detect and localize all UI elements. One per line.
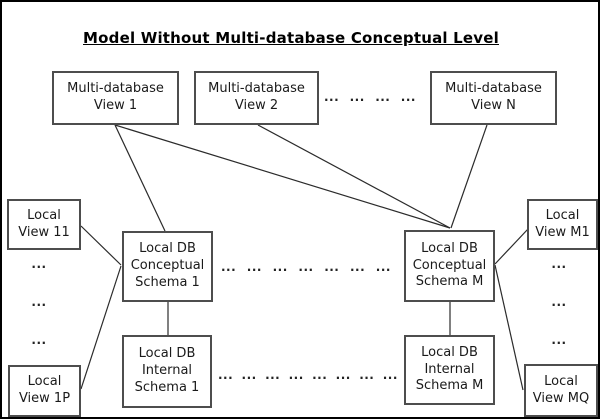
- connector-view1-to-conceptualM: [114, 124, 451, 229]
- ellipsis: ...: [312, 368, 328, 382]
- connector-viewN-to-conceptualM: [450, 124, 488, 229]
- ellipsis-row-conceptual-schemas: ... ... ... ... ... ... ...: [221, 261, 391, 273]
- connector-view2-to-conceptualM: [257, 124, 451, 229]
- ellipsis: ...: [218, 368, 234, 382]
- ellipsis: ...: [288, 368, 304, 382]
- ellipsis-column-left-views: ... ... ...: [29, 258, 49, 346]
- connector-view1-to-conceptual1: [114, 124, 166, 232]
- ellipsis: ...: [221, 260, 237, 274]
- ellipsis: ...: [324, 90, 340, 104]
- box-local-db-conceptual-schema-1: Local DB Conceptual Schema 1: [122, 231, 213, 302]
- ellipsis: ...: [31, 333, 47, 347]
- connector-view11-to-conceptual1: [80, 225, 122, 266]
- diagram-title: Model Without Multi-database Conceptual …: [83, 29, 499, 47]
- box-local-view-m1: Local View M1: [527, 199, 598, 250]
- ellipsis: ...: [359, 368, 375, 382]
- box-multi-database-view-2: Multi-database View 2: [194, 71, 319, 125]
- ellipsis: ...: [241, 368, 257, 382]
- ellipsis-row-top-views: ... ... ... ...: [324, 91, 416, 103]
- ellipsis: ...: [551, 257, 567, 271]
- ellipsis: ...: [31, 295, 47, 309]
- box-multi-database-view-n: Multi-database View N: [430, 71, 557, 125]
- ellipsis: ...: [551, 333, 567, 347]
- ellipsis: ...: [246, 260, 262, 274]
- box-multi-database-view-1: Multi-database View 1: [52, 71, 179, 125]
- ellipsis: ...: [349, 90, 365, 104]
- ellipsis: ...: [349, 260, 366, 274]
- ellipsis: ...: [335, 368, 351, 382]
- ellipsis: ...: [382, 368, 398, 382]
- ellipsis-column-right-views: ... ... ...: [549, 258, 569, 346]
- ellipsis: ...: [375, 260, 391, 274]
- ellipsis: ...: [272, 260, 288, 274]
- ellipsis-row-internal-schemas: ... ... ... ... ... ... ... ...: [218, 369, 398, 381]
- box-local-db-conceptual-schema-m: Local DB Conceptual Schema M: [404, 230, 495, 302]
- ellipsis: ...: [298, 260, 314, 274]
- ellipsis: ...: [31, 257, 47, 271]
- box-local-view-11: Local View 11: [7, 199, 81, 250]
- box-local-view-mq: Local View MQ: [524, 364, 598, 417]
- ellipsis: ...: [375, 90, 391, 104]
- connector-viewM1-to-conceptualM: [494, 228, 529, 265]
- ellipsis: ...: [400, 90, 416, 104]
- box-local-db-internal-schema-m: Local DB Internal Schema M: [404, 335, 495, 405]
- ellipsis: ...: [551, 295, 567, 309]
- ellipsis: ...: [265, 368, 281, 382]
- box-local-view-1p: Local View 1P: [8, 365, 81, 417]
- connector-conceptual1-to-view1p: [80, 265, 122, 390]
- box-local-db-internal-schema-1: Local DB Internal Schema 1: [122, 335, 212, 408]
- ellipsis: ...: [324, 260, 340, 274]
- connector-conceptualM-to-viewMq: [494, 264, 524, 391]
